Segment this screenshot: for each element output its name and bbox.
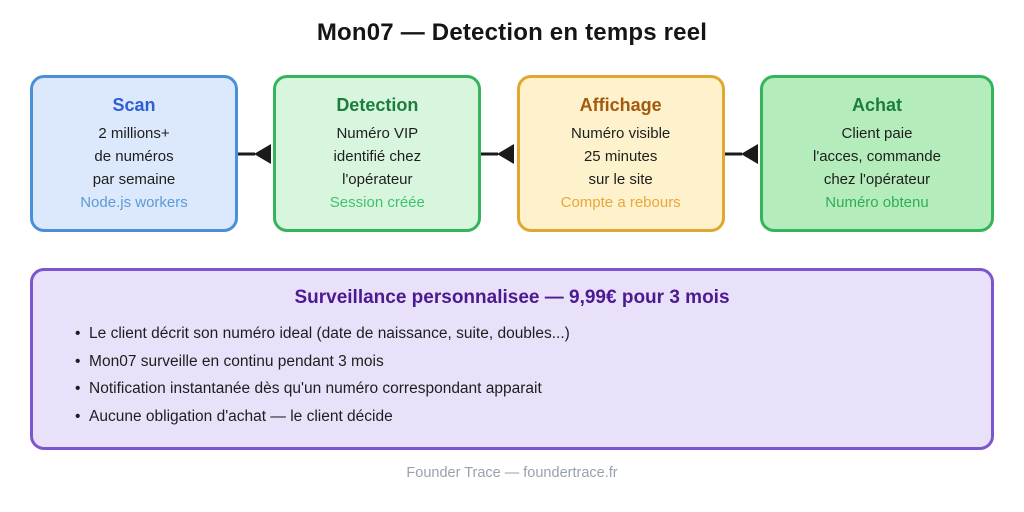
box-line: Numéro VIP: [336, 125, 419, 142]
flow-box-achat: Achat Client paie l'acces, commande chez…: [759, 75, 994, 232]
bullet-item: Aucune obligation d'achat — le client dé…: [75, 403, 963, 431]
flow-box-affichage: Affichage Numéro visible 25 minutes sur …: [516, 75, 725, 232]
arrow-left-icon: [481, 141, 516, 167]
flow-box-scan: Scan 2 millions+ de numéros par semaine …: [30, 75, 238, 232]
bullet-item: Mon07 surveille en continu pendant 3 moi…: [75, 348, 963, 376]
box-line: sur le site: [588, 171, 653, 188]
box-line: 2 millions+: [98, 125, 170, 142]
bullet-list: Le client décrit son numéro ideal (date …: [61, 320, 963, 430]
box-note: Numéro obtenu: [825, 194, 929, 211]
footer-text: Founder Trace — foundertrace.fr: [406, 465, 618, 481]
box-line: identifié chez: [333, 148, 422, 165]
box-line: l'acces, commande: [813, 148, 941, 165]
bullet-item: Notification instantanée dès qu'un numér…: [75, 375, 963, 403]
box-title: Affichage: [579, 95, 662, 115]
box-line: l'opérateur: [342, 171, 413, 188]
page-title: Mon07 — Detection en temps reel: [316, 19, 708, 46]
arrow-left-icon: [724, 141, 760, 167]
box-title: Detection: [336, 95, 419, 115]
box-title: Scan: [112, 95, 156, 115]
arrow-left-icon: [238, 141, 273, 167]
box-note: Compte a rebours: [560, 194, 681, 211]
flow-box-detection: Detection Numéro VIP identifié chez l'op…: [273, 75, 482, 232]
box-line: Numéro visible: [571, 125, 671, 142]
box-title: Achat: [851, 95, 902, 115]
panel-title: Surveillance personnalisee — 9,99€ pour …: [294, 287, 730, 308]
box-note: Node.js workers: [80, 194, 188, 211]
box-line: de numéros: [94, 148, 174, 165]
box-line: 25 minutes: [583, 148, 658, 165]
box-note: Session créée: [329, 194, 425, 211]
bullet-item: Le client décrit son numéro ideal (date …: [75, 320, 963, 348]
box-line: chez l'opérateur: [823, 171, 931, 188]
box-line: Client paie: [841, 125, 913, 142]
flow-row: Scan 2 millions+ de numéros par semaine …: [30, 75, 994, 232]
box-line: par semaine: [92, 171, 176, 188]
monitoring-panel: Surveillance personnalisee — 9,99€ pour …: [30, 268, 994, 450]
